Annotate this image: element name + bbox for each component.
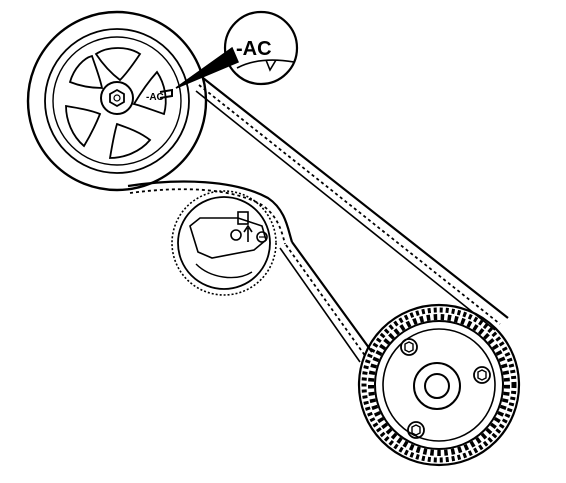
belt-left-run-inner bbox=[279, 247, 361, 363]
sprocket-bolt-icon bbox=[473, 366, 491, 384]
tensioner-bracket bbox=[189, 217, 267, 259]
pulley-hub bbox=[100, 81, 134, 115]
sprocket-hub-inner bbox=[424, 373, 450, 399]
belt-lower-run bbox=[127, 180, 294, 243]
spoke-opening-5 bbox=[68, 54, 104, 89]
spoked-pulley: -AC bbox=[26, 10, 208, 192]
hub-bolt-icon bbox=[109, 88, 125, 108]
belt-lower-teeth bbox=[129, 188, 286, 245]
sprocket-bolts bbox=[400, 338, 491, 439]
spoke-opening-4 bbox=[65, 104, 102, 148]
belt-upper-run bbox=[202, 77, 509, 319]
callout-notch bbox=[265, 59, 277, 72]
pulley-mark-label: -AC bbox=[146, 92, 164, 103]
tensioner-tab bbox=[237, 211, 249, 225]
magnified-callout: -AC bbox=[175, 10, 299, 89]
hub-bolt-center bbox=[113, 94, 121, 102]
belt-wrap-sprocket-teeth bbox=[361, 307, 517, 463]
pulley-spoke-openings bbox=[65, 47, 167, 159]
belt-wrap-sprocket-outer bbox=[357, 303, 521, 467]
sprocket-bolt-icon bbox=[407, 421, 425, 439]
callout-label: -AC bbox=[236, 38, 272, 60]
belt-left-run bbox=[291, 241, 373, 353]
callout-pointer bbox=[175, 46, 239, 89]
sprocket-bolt-head-icon bbox=[404, 341, 414, 353]
spoke-opening-2 bbox=[132, 70, 167, 116]
callout-pulley-edge bbox=[236, 59, 295, 69]
belt-upper-run-inner bbox=[195, 90, 496, 331]
belt-left-teeth bbox=[285, 244, 367, 358]
spoke-opening-1 bbox=[94, 47, 142, 82]
sprocket-bolt-icon bbox=[400, 338, 418, 356]
sprocket-bolt-head-icon bbox=[411, 424, 421, 436]
pulley-timing-notch bbox=[159, 88, 173, 99]
tensioner-center-bolt-icon bbox=[230, 229, 242, 241]
tensioner-rim bbox=[177, 196, 271, 290]
pulley-outer-rim bbox=[26, 10, 208, 192]
sprocket-face bbox=[382, 328, 496, 442]
pulley-web bbox=[52, 36, 182, 166]
pulley-inner-rim bbox=[44, 28, 190, 174]
tensioner-lower-hub bbox=[195, 263, 253, 279]
lower-sprocket bbox=[368, 314, 510, 456]
callout-circle bbox=[223, 10, 299, 86]
sprocket-rim bbox=[374, 320, 504, 450]
tensioner-outer bbox=[171, 190, 277, 296]
tensioner-adjust-bolt-icon bbox=[256, 231, 268, 243]
tensioner-arrow-icon bbox=[243, 224, 253, 242]
belt-upper-teeth bbox=[198, 84, 501, 325]
sprocket-hub-outer bbox=[413, 362, 461, 410]
sprocket-bolt-head-icon bbox=[477, 369, 487, 381]
spoke-opening-3 bbox=[108, 122, 152, 159]
sprocket-toothed-rim bbox=[368, 314, 510, 456]
tensioner-pulley bbox=[171, 190, 277, 296]
timing-belt bbox=[127, 77, 521, 467]
